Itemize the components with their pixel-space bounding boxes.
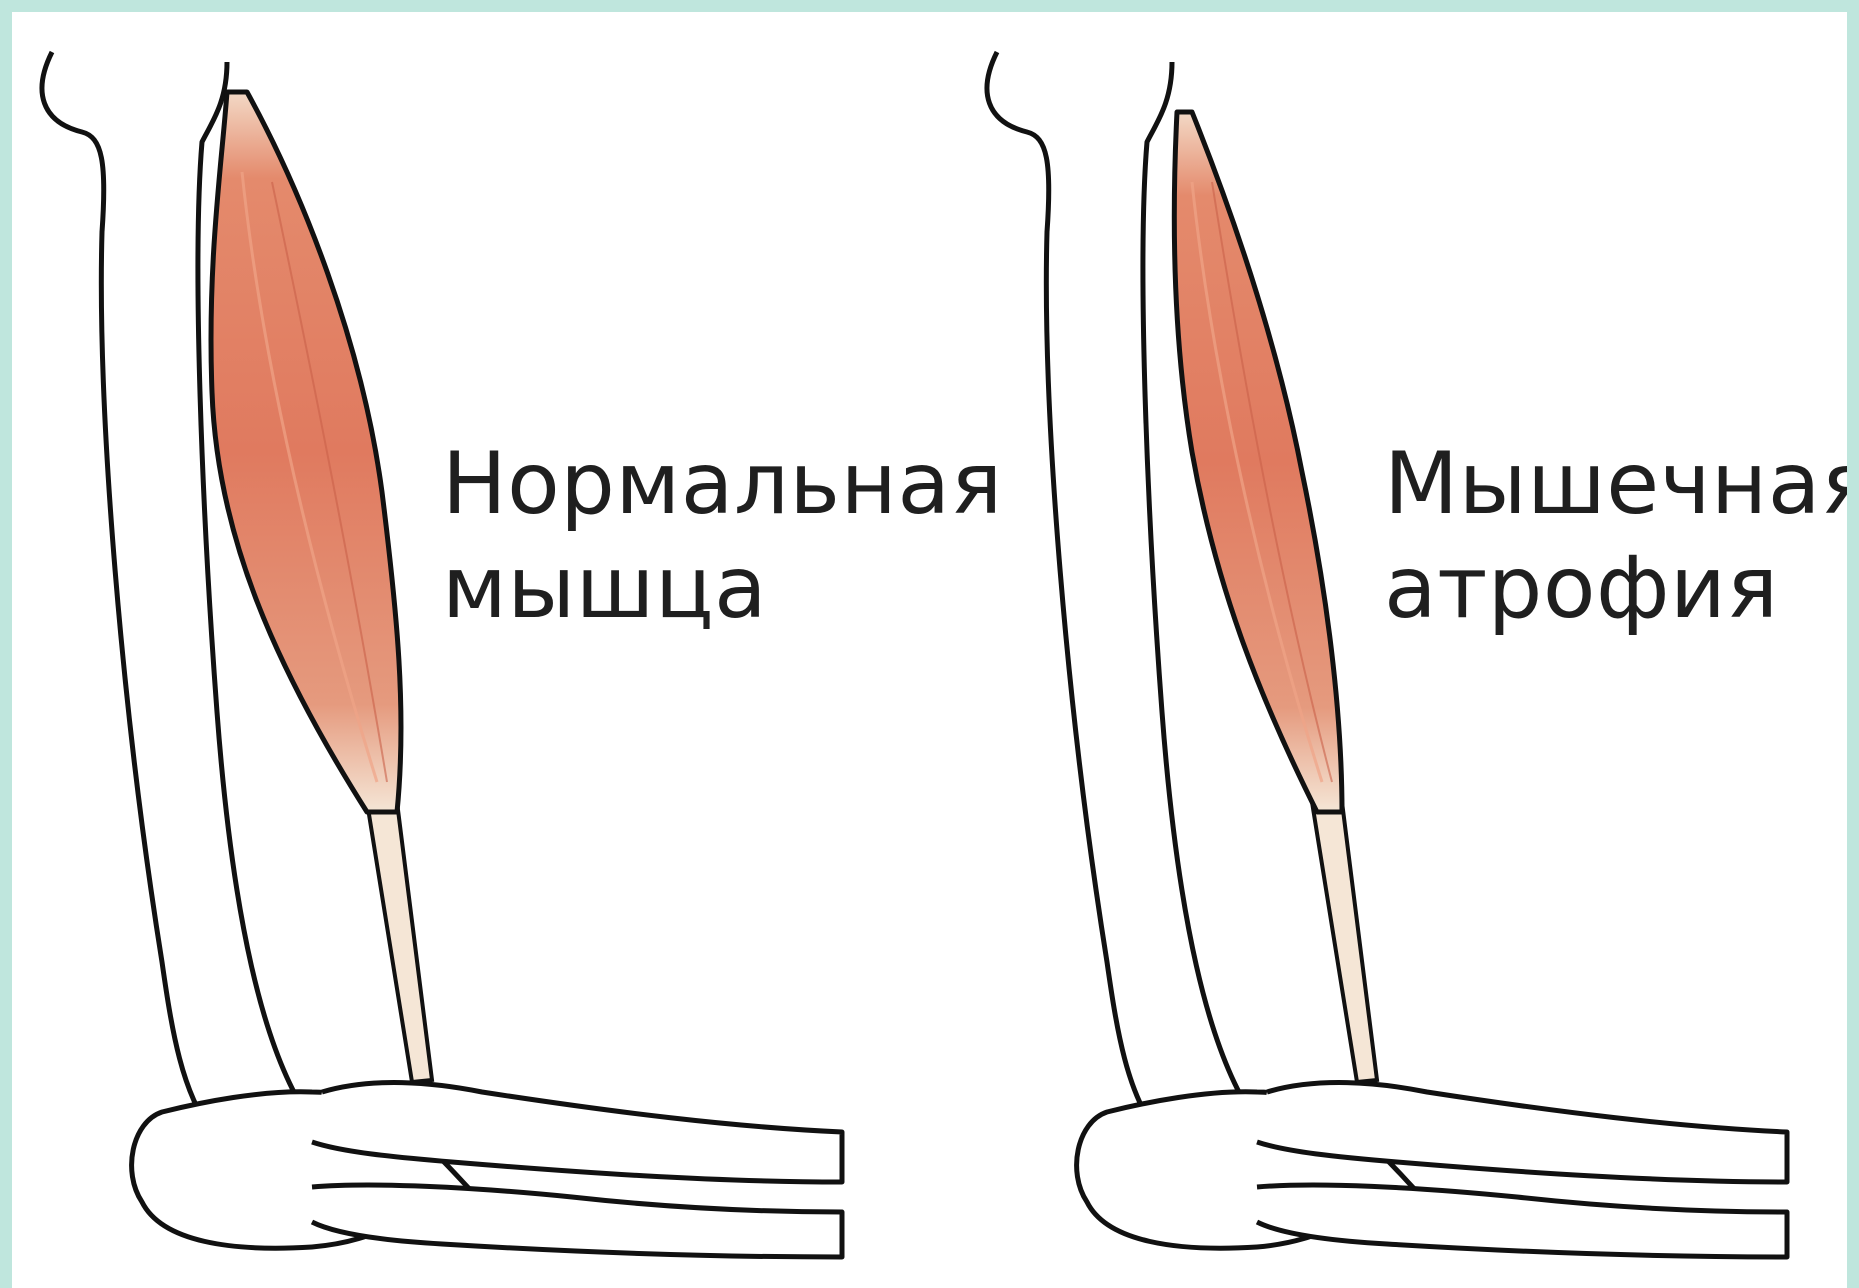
tendon-lower [367,802,432,1082]
forearm-bone-lower [312,1185,842,1257]
arm-right-atrophy [987,52,1787,1257]
label-line: атрофия [1384,536,1847,640]
biceps-muscle-icon [211,92,401,812]
forearm-bone-lower [1257,1185,1787,1257]
label-line: Мышечная [1384,432,1847,536]
label-line: Нормальная [442,432,1003,536]
biceps-muscle-icon [1174,112,1342,812]
arm-left-normal [42,52,842,1257]
label-muscle-atrophy: Мышечная атрофия [1384,432,1847,640]
arm-illustrations [12,12,1847,1288]
label-line: мышца [442,536,1003,640]
diagram-canvas: Нормальная мышца Мышечная атрофия [12,12,1847,1288]
tendon-lower [1312,802,1377,1082]
label-normal-muscle: Нормальная мышца [442,432,1003,640]
